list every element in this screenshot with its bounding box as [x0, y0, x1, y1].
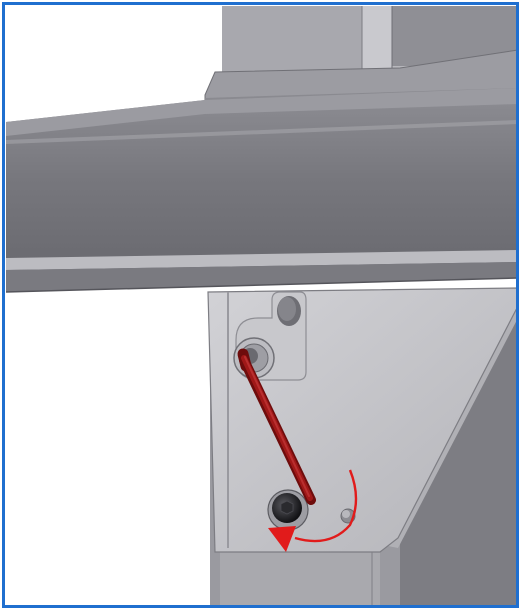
gusset — [400, 300, 518, 608]
rotate-arrow-icon — [268, 469, 358, 552]
horizontal-beam — [5, 88, 519, 293]
lower-bolt-icon — [267, 489, 309, 531]
hex-key-icon — [237, 348, 316, 505]
slot-hole — [277, 296, 301, 326]
upper-column — [222, 6, 518, 76]
